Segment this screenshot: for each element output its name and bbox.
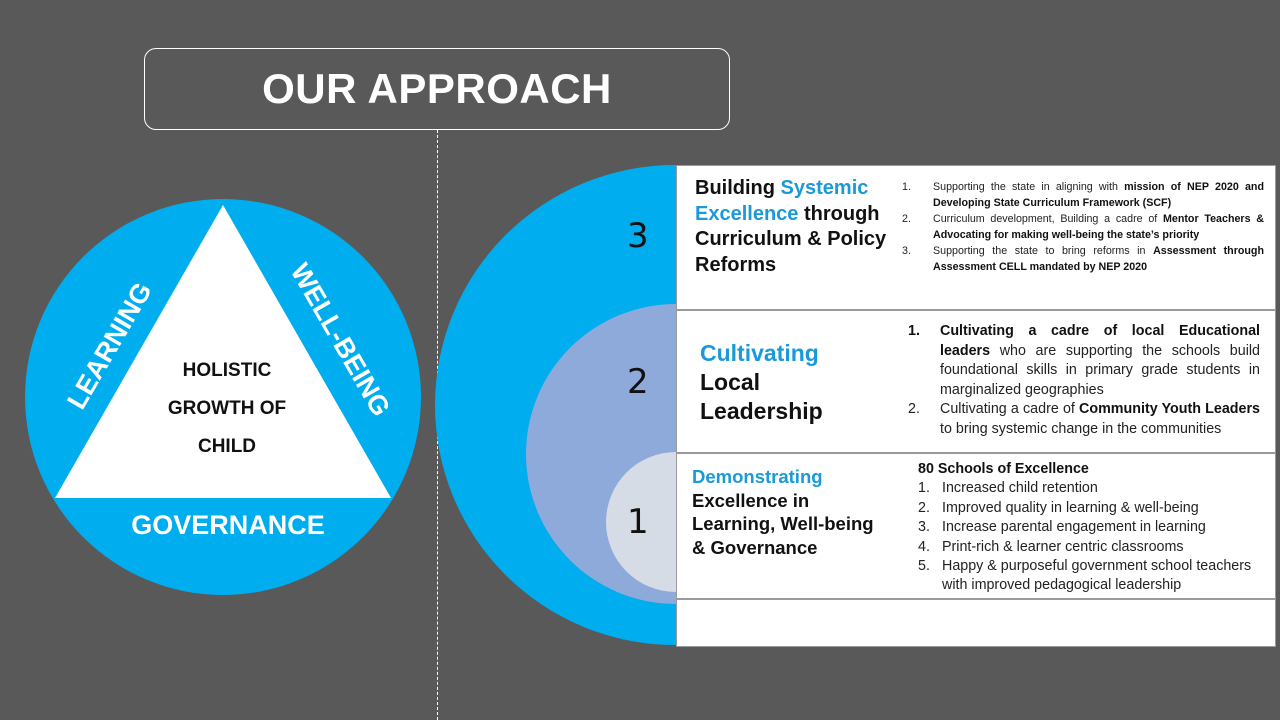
item-number: 1. <box>918 480 930 497</box>
list-item: 1. Increased child retention <box>918 479 1268 498</box>
item-text: Supporting the state in aligning with <box>933 181 1125 193</box>
item-text: Print-rich & learner centric classrooms <box>942 538 1184 555</box>
item-number: 1. <box>908 323 920 339</box>
item-number: 2. <box>902 213 911 225</box>
list-item: 3. Supporting the state to bring reforms … <box>902 243 1264 275</box>
governance-label: GOVERNANCE <box>131 510 325 540</box>
item-text: Curriculum development, Building a cadre… <box>933 213 1163 225</box>
level3-heading: Building Systemic Excellence through Cur… <box>695 176 895 278</box>
level3-row <box>676 165 1276 310</box>
list-item: 1. Cultivating a cadre of local Education… <box>908 322 1260 400</box>
item-number: 5. <box>918 558 930 575</box>
level1-heading-accent: Demonstrating <box>692 466 823 487</box>
item-bold-text: mission of NEP 2020 and Developing State… <box>933 181 1264 209</box>
level1-number: 1 <box>627 502 649 542</box>
empty-row <box>676 599 1276 647</box>
level3-heading-part1: Building <box>695 177 781 199</box>
item-text: Improved quality in learning & well-bein… <box>942 499 1199 516</box>
item-number: 2. <box>908 401 920 417</box>
center-line-3: CHILD <box>197 436 257 457</box>
level2-heading-accent: Cultivating <box>700 340 819 366</box>
level2-heading-rest: Local Leadership <box>700 369 823 424</box>
list-item: 5. Happy & purposeful government school t… <box>918 557 1268 596</box>
level2-number: 2 <box>627 362 649 402</box>
level1-list: 80 Schools of Excellence 1. Increased chi… <box>918 460 1268 596</box>
level1-heading-rest: Excellence in Learning, Well-being & Gov… <box>692 489 874 558</box>
center-line-1: HOLISTIC <box>182 360 272 381</box>
triangle <box>55 205 391 498</box>
item-bold-text: Assessment through Assessment CELL manda… <box>933 245 1264 273</box>
list-item: 3. Increase parental engagement in learni… <box>918 518 1268 537</box>
page-title: OUR APPROACH <box>144 48 730 130</box>
item-text: who are supporting the schools build fou… <box>940 342 1260 398</box>
item-bold-text: Cultivating a cadre of local Educational… <box>940 323 1260 359</box>
level1-heading: Demonstrating Excellence in Learning, We… <box>692 465 882 559</box>
item-number: 1. <box>902 181 911 193</box>
center-text: HOLISTIC GROWTH OF CHILD <box>120 352 334 466</box>
center-line-2: GROWTH OF <box>167 398 287 419</box>
list-item: 2. Improved quality in learning & well-be… <box>918 499 1268 518</box>
item-number: 4. <box>918 538 930 555</box>
item-text: Supporting the state to bring reforms in <box>933 245 1154 257</box>
level2-heading: Cultivating Local Leadership <box>700 339 880 426</box>
level1-row <box>676 453 1276 599</box>
item-bold-text: Mentor Teachers & Advocating for making … <box>933 213 1264 241</box>
item-number: 3. <box>918 519 930 536</box>
level3-number: 3 <box>627 216 649 256</box>
level3-heading-part2: through Curriculum & Policy Reforms <box>695 202 887 276</box>
list-item: 2. Cultivating a cadre of Community Youth… <box>908 400 1260 439</box>
item-text: Happy & purposeful government school tea… <box>942 558 1252 594</box>
item-bold-text: Community Youth Leaders <box>1079 401 1260 417</box>
item-text: Cultivating a cadre of <box>940 401 1080 417</box>
item-text-end: to bring systemic change in the communit… <box>940 420 1222 437</box>
list-item: 4. Print-rich & learner centric classroom… <box>918 538 1268 557</box>
level3-list: 1.Supporting the state in aligning with … <box>902 179 1264 275</box>
level1-list-title: 80 Schools of Excellence <box>918 461 1089 477</box>
level2-list: 1. Cultivating a cadre of local Education… <box>908 322 1260 439</box>
item-text: Increase parental engagement in learning <box>942 519 1206 536</box>
item-text: Increased child retention <box>942 480 1098 497</box>
level3-heading-accent: Systemic Excellence <box>695 177 869 225</box>
list-item: 2. Curriculum development, Building a cad… <box>902 211 1264 243</box>
item-number: 3. <box>902 245 911 257</box>
level2-row <box>676 310 1276 453</box>
item-number: 2. <box>918 499 930 516</box>
list-item: 1.Supporting the state in aligning with … <box>902 179 1264 211</box>
